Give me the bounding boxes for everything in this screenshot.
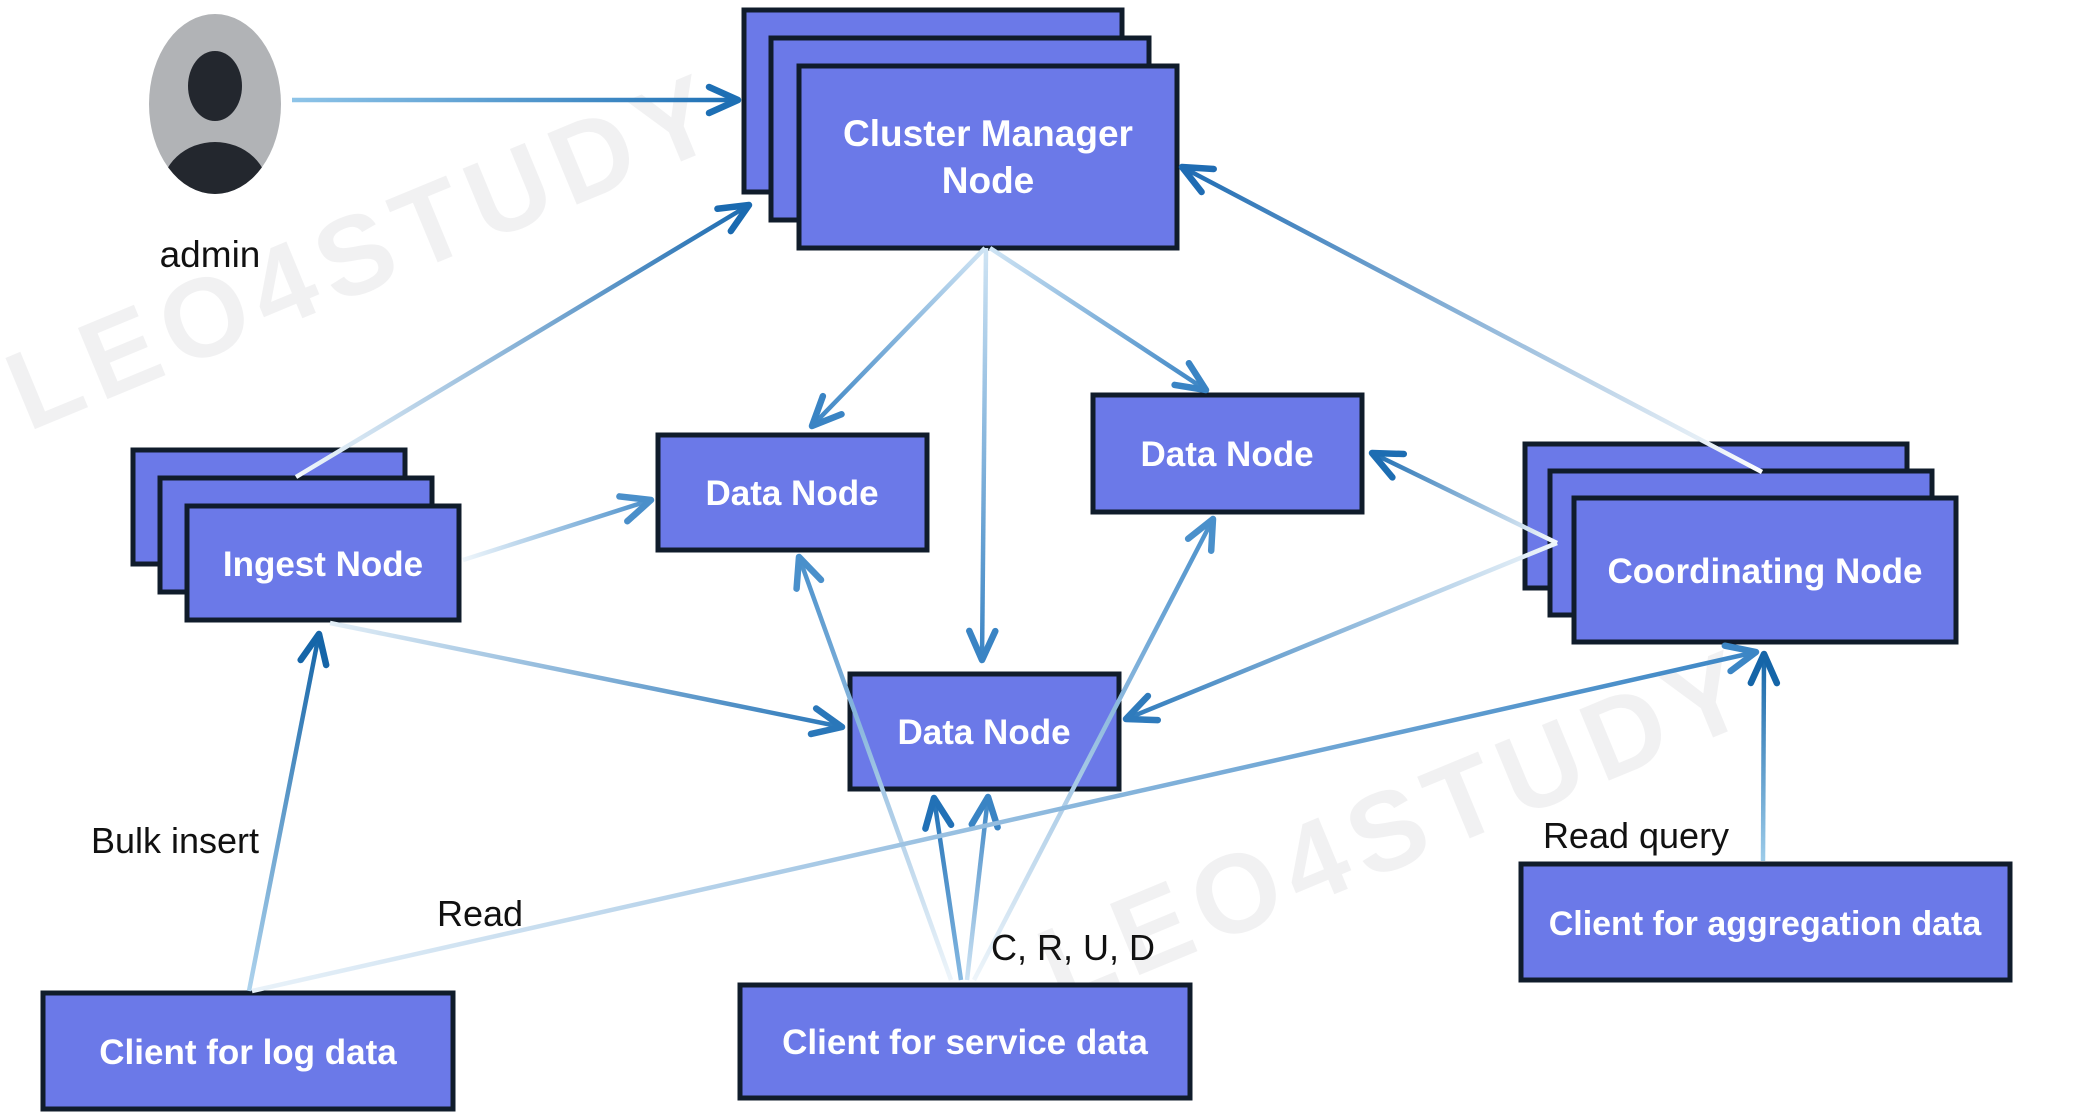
edge-ingest-to-data1	[462, 493, 655, 563]
edge-admin-to-cluster	[292, 83, 742, 117]
edge-log-to-coordinating-read	[251, 642, 1760, 994]
node-data-left	[655, 432, 930, 553]
node-label-data-center: Data Node	[897, 713, 1070, 752]
node-client-service	[737, 982, 1193, 1101]
node-ingest	[130, 447, 462, 623]
edge-cluster-to-data1	[808, 246, 987, 430]
edge-label-read: Read	[437, 893, 523, 934]
node-rect	[737, 982, 1193, 1101]
stack-front-rect	[1571, 495, 1959, 645]
node-label-client-log: Client for log data	[99, 1033, 397, 1072]
edge-cluster-to-data2	[988, 246, 1210, 394]
admin-label: admin	[160, 234, 261, 275]
edge-ingest-to-data3	[329, 620, 846, 738]
admin-user-icon	[149, 14, 281, 194]
node-label-cluster-line2: Node	[942, 160, 1035, 201]
node-label-cluster-line1: Cluster Manager	[843, 113, 1133, 154]
edge-ingest-to-cluster	[294, 201, 753, 479]
arrowhead-coordinating-to-cluster	[1178, 163, 1217, 196]
node-label-client-aggregation: Client for aggregation data	[1549, 905, 1983, 943]
stack-front-rect	[184, 503, 462, 623]
edge-coordinating-to-data3	[1122, 540, 1558, 724]
node-cluster-manager	[741, 7, 1180, 251]
watermark-top-left: LEO4STUDY	[0, 47, 741, 454]
node-label-data-right: Data Node	[1140, 435, 1313, 474]
node-rect	[1518, 861, 2013, 983]
node-data-center	[847, 671, 1122, 792]
edge-coordinating-to-data2	[1368, 449, 1558, 546]
arrowhead-admin-to-cluster	[705, 83, 742, 117]
node-client-aggregation	[1518, 861, 2013, 983]
arrowhead-service-to-data2	[1184, 515, 1217, 554]
edge-label-crud: C, R, U, D	[991, 927, 1155, 968]
node-label-data-left: Data Node	[705, 474, 878, 513]
arrowhead-cluster-to-data1	[808, 392, 845, 430]
edges-layer	[246, 83, 1781, 994]
node-label-coordinating: Coordinating Node	[1608, 552, 1923, 591]
edge-agg-to-coordinating-query	[1747, 650, 1781, 862]
arrowhead-coordinating-to-data2	[1368, 449, 1408, 481]
node-rect	[1090, 392, 1365, 515]
node-rect	[40, 990, 456, 1112]
arrowhead-ingest-to-data1	[616, 493, 655, 525]
edge-log-to-ingest-bulk	[246, 630, 330, 992]
arrowhead-ingest-to-data3	[807, 705, 846, 738]
arrowhead-service-to-data3-b	[968, 793, 1001, 831]
edge-coordinating-to-cluster	[1178, 163, 1764, 474]
node-data-right	[1090, 392, 1365, 515]
edge-label-bulk-insert: Bulk insert	[91, 820, 259, 861]
node-rect	[655, 432, 930, 553]
edge-service-to-data3-crud	[922, 794, 964, 981]
edge-label-read-query: Read query	[1543, 815, 1729, 856]
arrowhead-log-to-coordinating-read	[1721, 642, 1760, 675]
node-coordinating	[1522, 441, 1959, 645]
arrowhead-agg-to-coordinating-query	[1747, 650, 1781, 687]
arrowhead-cluster-to-data2	[1171, 359, 1210, 394]
watermark-text: LEO4STUDY	[0, 47, 741, 454]
edge-cluster-to-data3	[966, 247, 999, 664]
node-label-client-service: Client for service data	[782, 1023, 1148, 1062]
arrowhead-coordinating-to-data3	[1122, 692, 1162, 724]
stack-front-rect	[796, 63, 1180, 251]
node-client-log	[40, 990, 456, 1112]
arrowhead-cluster-to-data3	[966, 627, 999, 664]
arrowhead-service-to-data3-crud	[922, 794, 955, 832]
arrowhead-ingest-to-cluster	[714, 201, 753, 235]
node-label-ingest: Ingest Node	[223, 545, 423, 584]
arrowhead-log-to-ingest-bulk	[297, 630, 330, 669]
edge-service-to-data1	[793, 553, 954, 981]
node-rect	[847, 671, 1122, 792]
arrowhead-service-to-data1	[793, 553, 825, 592]
edge-service-to-data2	[972, 515, 1217, 982]
